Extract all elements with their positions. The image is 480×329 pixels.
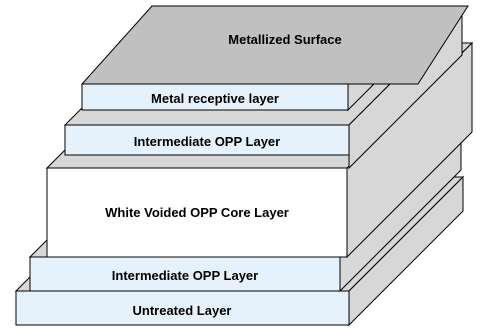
layer-intermediate-top-label: Intermediate OPP Layer bbox=[134, 134, 280, 149]
layer-intermediate-bottom-front-face bbox=[29, 256, 341, 292]
layer-untreated-front-face bbox=[15, 290, 350, 326]
layer-metallized-surface: Metallized Surface bbox=[80, 5, 469, 85]
layer-intermediate-bottom-label: Intermediate OPP Layer bbox=[112, 268, 258, 283]
layer-metal-receptive-label: Metal receptive layer bbox=[151, 91, 279, 106]
layer-untreated-label: Untreated Layer bbox=[133, 303, 232, 318]
layer-intermediate-top-front-face bbox=[64, 124, 350, 156]
layer-core-front-face bbox=[46, 167, 348, 258]
metallized-surface-label: Metallized Surface bbox=[228, 32, 341, 47]
layer-metal-receptive-front-face bbox=[81, 83, 349, 111]
layer-core-label: White Voided OPP Core Layer bbox=[105, 205, 289, 220]
metallized-surface-face bbox=[80, 5, 469, 85]
